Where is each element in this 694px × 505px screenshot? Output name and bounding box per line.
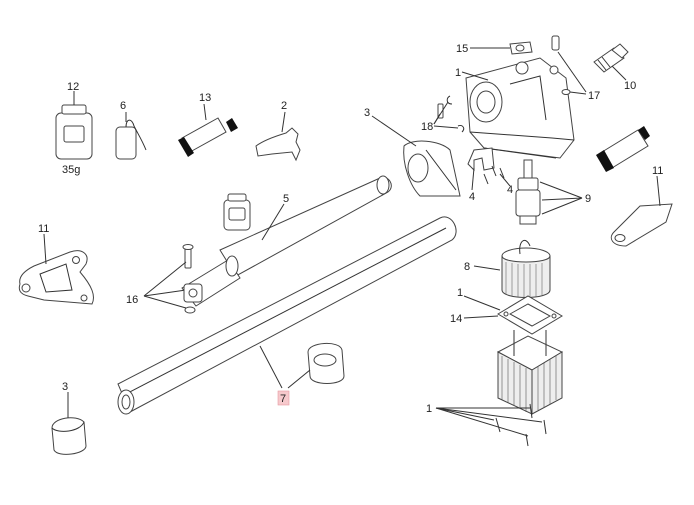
leader-5 [261, 203, 285, 241]
callout-7-highlight [277, 390, 290, 406]
end-cap-part[interactable] [51, 417, 87, 455]
leader-13 [203, 103, 207, 121]
tube-part[interactable] [117, 216, 457, 415]
leader-16c [143, 295, 187, 309]
grease-jar-small-part[interactable] [223, 193, 251, 231]
leader-11-right [656, 175, 661, 207]
callout-11-right: 11 [652, 165, 663, 177]
leader-11-left [43, 233, 47, 265]
leader-14 [463, 315, 499, 319]
callout-8: 8 [464, 261, 470, 273]
grease-tube-right-part[interactable] [596, 126, 650, 172]
callout-6: 6 [120, 100, 126, 112]
callout-4a: 4 [469, 191, 475, 203]
callout-1-coil: 1 [457, 287, 463, 299]
callout-15: 15 [456, 43, 468, 55]
bracket-part[interactable] [467, 147, 505, 185]
callout-13: 13 [199, 92, 211, 104]
callout-9: 9 [585, 193, 591, 205]
plate-part[interactable] [509, 41, 533, 55]
stator-coil-part[interactable] [501, 239, 551, 298]
capacitor-part[interactable] [115, 119, 147, 160]
grease-tube-part[interactable] [178, 117, 238, 157]
leader-1-screws-a [435, 407, 495, 421]
callout-4b: 4 [507, 184, 513, 196]
callout-1-top: 1 [455, 67, 461, 79]
callout-12: 12 [67, 81, 79, 93]
leader-1-screws-b [435, 407, 529, 437]
leader-17a [557, 51, 587, 93]
callout-5: 5 [283, 193, 289, 205]
screws-part[interactable] [495, 403, 547, 447]
leader-4a [471, 167, 475, 191]
callout-1-screws: 1 [426, 403, 432, 415]
motor-shaft-part[interactable] [515, 159, 541, 225]
cable-gland-part[interactable] [593, 43, 629, 73]
callout-10: 10 [624, 80, 636, 92]
leader-1-screws-c [435, 407, 543, 423]
leader-16b [143, 289, 187, 297]
callout-16: 16 [126, 294, 138, 306]
grease-weight-label: 35g [62, 164, 80, 176]
pin-part[interactable] [551, 35, 571, 95]
leader-16a [143, 261, 187, 297]
leader-7a [259, 345, 283, 389]
fixing-pins-part[interactable] [182, 244, 196, 314]
leader-3-cover [371, 115, 417, 147]
callout-2: 2 [281, 100, 287, 112]
leader-2 [281, 111, 286, 133]
tube-clamp-part[interactable] [307, 343, 345, 384]
grease-jar-part[interactable] [55, 104, 93, 160]
leader-1-coil [463, 295, 501, 311]
callout-7: 7 [280, 393, 286, 405]
leader-9b [541, 197, 583, 201]
leader-18c [433, 125, 459, 129]
leader-8 [473, 265, 501, 271]
leader-9c [541, 197, 583, 215]
leader-10 [611, 65, 627, 81]
gasket-part[interactable] [497, 295, 563, 335]
leader-18b [433, 101, 449, 125]
leader-9a [539, 181, 583, 199]
end-cover-part[interactable] [403, 140, 461, 197]
callout-11-left: 11 [38, 223, 49, 235]
callout-3-cover: 3 [364, 107, 370, 119]
leader-7b [287, 369, 311, 389]
motor-housing-part[interactable] [465, 57, 575, 159]
rear-bracket-left-part[interactable] [18, 250, 94, 305]
leader-17b [569, 91, 587, 95]
callout-3-cap: 3 [62, 381, 68, 393]
callout-18: 18 [421, 121, 433, 133]
rear-bracket-right-part[interactable] [610, 203, 673, 247]
spindle-part[interactable] [181, 175, 392, 307]
motor-base-part[interactable] [496, 330, 564, 415]
leader-4b [499, 173, 511, 187]
leader-1-top [461, 71, 489, 81]
release-lever-part[interactable] [255, 127, 301, 162]
callout-14: 14 [450, 313, 462, 325]
callout-17: 17 [588, 90, 600, 102]
